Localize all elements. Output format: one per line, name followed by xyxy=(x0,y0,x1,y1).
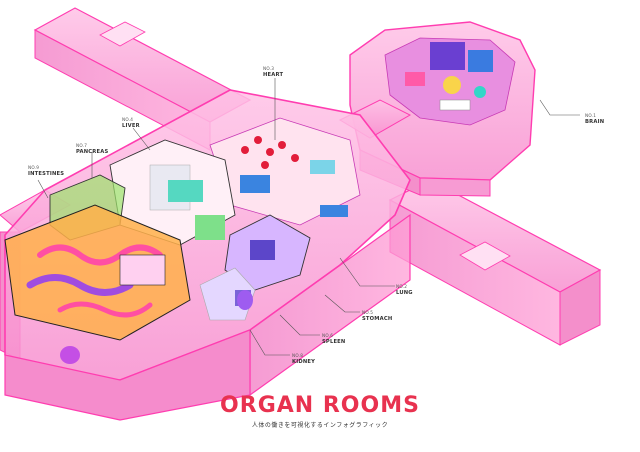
label-lung-name: LUNG xyxy=(396,290,413,296)
label-pancreas: NO.7 PANCREAS xyxy=(76,143,108,155)
label-spleen: NO.6 SPLEEN xyxy=(322,333,345,345)
heart-room xyxy=(209,117,361,226)
label-stomach-number: NO.5 xyxy=(362,310,374,315)
label-brain: NO.1 BRAIN xyxy=(585,113,604,125)
kidney-room xyxy=(60,290,253,364)
label-brain-name: BRAIN xyxy=(585,119,605,125)
poster-subtitle: 人体の働きを可視化するインフォグラフィック xyxy=(251,422,389,429)
central-organ-building xyxy=(4,89,411,421)
callout-lines xyxy=(37,78,580,356)
label-brain-number: NO.1 xyxy=(585,113,597,118)
label-kidney-number: NO.8 xyxy=(292,353,304,358)
label-stomach: NO.5 STOMACH xyxy=(362,310,392,322)
poster-title: ORGAN ROOMS xyxy=(220,393,420,418)
label-spleen-number: NO.6 xyxy=(322,333,334,338)
label-liver-number: NO.4 xyxy=(122,117,134,122)
label-stomach-name: STOMACH xyxy=(362,316,393,322)
label-liver: NO.4 LIVER xyxy=(122,117,140,129)
label-heart: NO.3 HEART xyxy=(263,66,283,78)
stomach-room xyxy=(224,214,311,291)
corridor-bottom-right xyxy=(388,179,602,346)
label-kidney: NO.8 KIDNEY xyxy=(292,353,315,365)
label-kidney-name: KIDNEY xyxy=(292,359,316,365)
label-intestines: NO.9 INTESTINES xyxy=(28,165,64,177)
label-lung-number: NO.2 xyxy=(396,284,408,289)
label-lung: NO.2 LUNG xyxy=(396,284,413,296)
label-heart-number: NO.3 xyxy=(263,66,275,71)
label-heart-name: HEART xyxy=(263,72,284,78)
label-pancreas-number: NO.7 xyxy=(76,143,88,148)
corridor-top-left xyxy=(33,7,252,151)
label-intestines-number: NO.9 xyxy=(28,165,40,170)
intestines-room xyxy=(4,204,191,341)
liver-room xyxy=(109,139,236,246)
label-intestines-name: INTESTINES xyxy=(28,171,65,177)
label-spleen-name: SPLEEN xyxy=(322,339,346,345)
label-pancreas-name: PANCREAS xyxy=(76,149,109,155)
label-liver-name: LIVER xyxy=(122,123,140,129)
